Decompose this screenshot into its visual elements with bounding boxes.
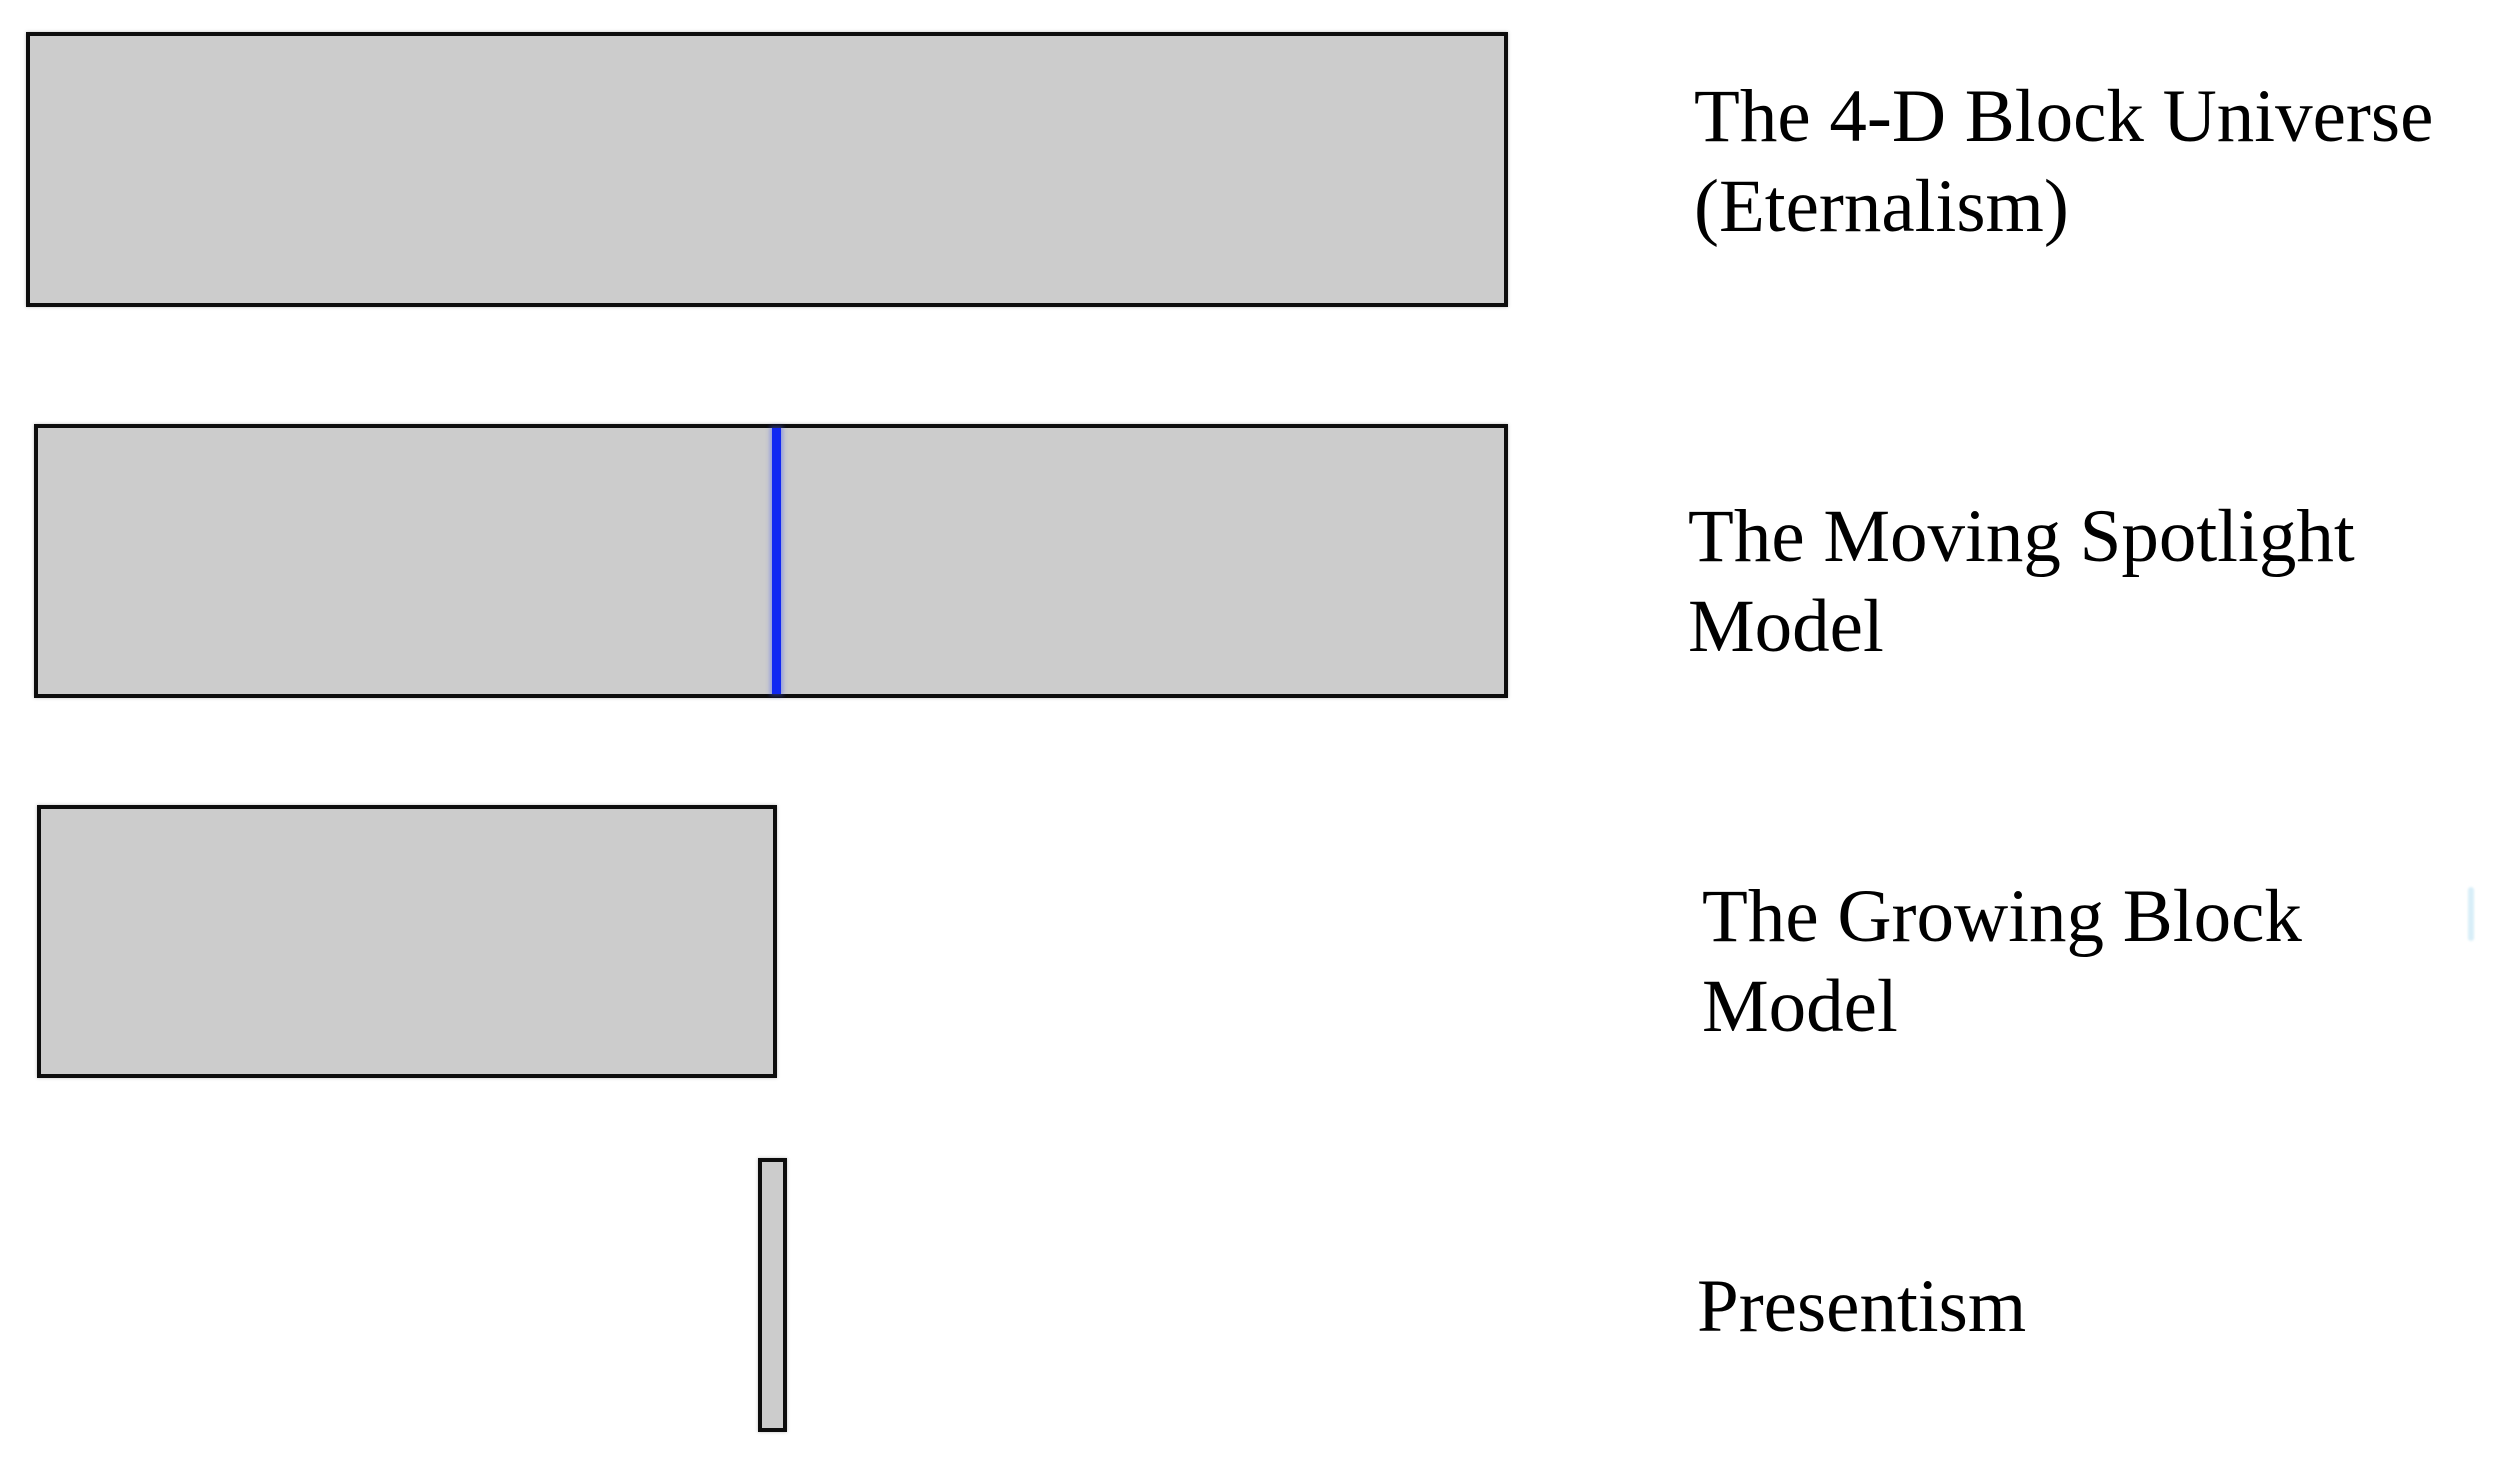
label-presentism: Presentism bbox=[1697, 1265, 2027, 1348]
present-moment-line bbox=[772, 428, 781, 694]
edge-artifact-line bbox=[2468, 887, 2474, 941]
block-moving-spotlight bbox=[34, 424, 1508, 698]
label-eternalism: The 4-D Block Universe (Eternalism) bbox=[1694, 75, 2434, 248]
label-growing-block: The Growing Block Model bbox=[1702, 875, 2302, 1048]
label-moving-spotlight: The Moving Spotlight Model bbox=[1688, 495, 2355, 668]
block-growing-block bbox=[37, 805, 777, 1078]
block-presentism bbox=[758, 1158, 787, 1432]
block-eternalism bbox=[26, 32, 1508, 307]
